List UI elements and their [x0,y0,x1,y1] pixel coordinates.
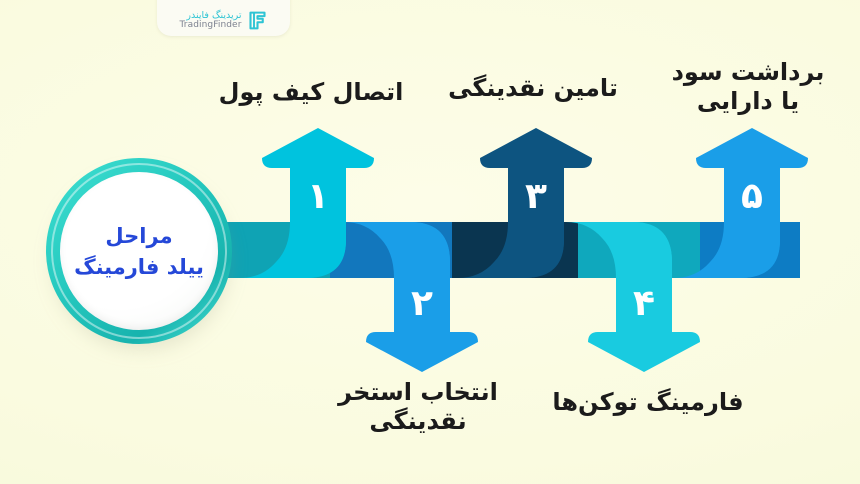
step-number-5: ۵ [741,176,763,217]
tradingfinder-logo-mark [248,11,266,30]
center-badge: مراحل ییلد فارمینگ [46,158,232,350]
arrow-3-elbow [452,222,564,278]
step-label-3: تامین نقدینگی [448,74,618,102]
step-label-1: اتصال کیف پول [218,78,404,106]
step-number-1: ۱ [307,176,329,217]
flow-step-2[interactable]: ۲ [330,222,478,372]
flow-step-4[interactable]: ۴ [566,222,700,372]
center-title-line-2: ییلد فارمینگ [74,254,204,279]
step-label-2: انتخاب استخر نقدینگی [338,378,498,436]
center-title-line-1: مراحل [105,223,173,248]
arrow-1-elbow [206,222,346,278]
center-badge-face: مراحل ییلد فارمینگ [60,172,218,330]
arrow-5-elbow [674,222,780,278]
logo-persian-text: تریدینگ فایندر [186,9,242,21]
arrow-2-elbow [330,222,450,278]
brand-logo-badge: تریدینگ فایندر TradingFinder [157,0,290,36]
step-label-5: برداشت سود یا دارایی [671,58,825,116]
flow-step-1[interactable]: ۱ [206,128,374,278]
flow-step-5[interactable]: ۵ [674,128,808,278]
step-number-4: ۴ [633,283,655,324]
step-number-2: ۲ [411,283,433,324]
flow-step-3[interactable]: ۳ [452,128,592,278]
step-number-3: ۳ [525,176,547,217]
step-label-4: فارمینگ توکن‌ها [552,388,744,416]
logo-latin-text: TradingFinder [179,19,242,30]
arrow-4-elbow [566,222,672,278]
